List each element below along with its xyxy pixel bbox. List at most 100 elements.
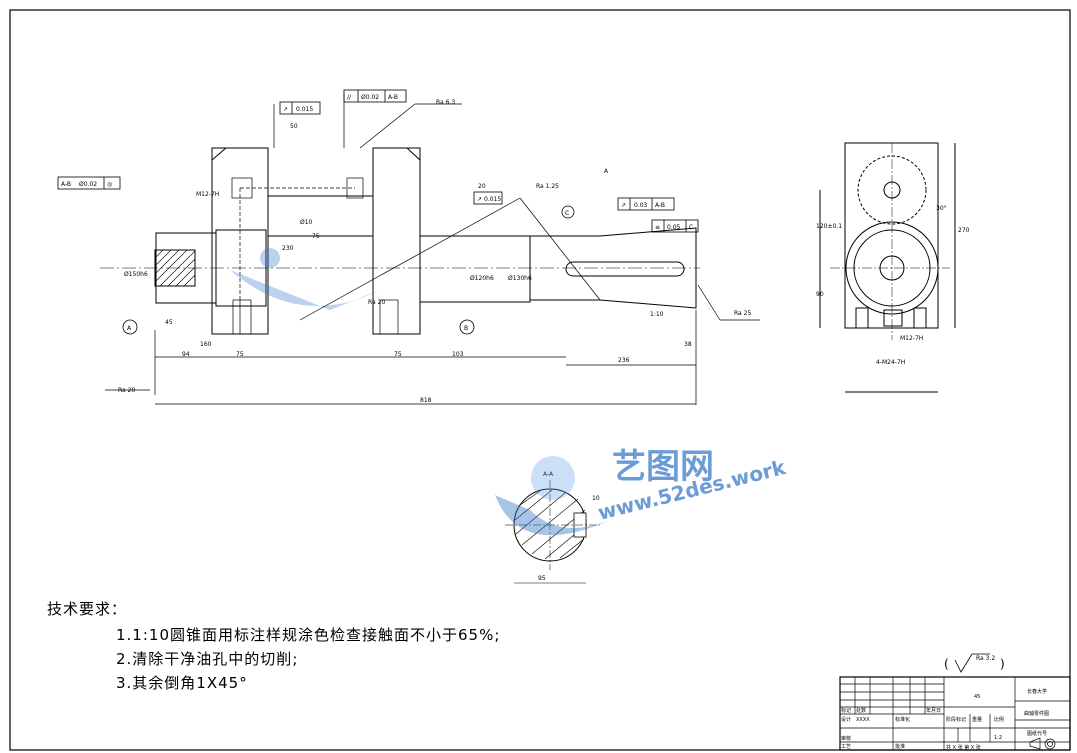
roughness-4: Ra 20 (368, 299, 385, 306)
section-aa-title: A-A (543, 471, 554, 478)
svg-text:B: B (464, 325, 468, 332)
tol-2-datum: A-B (388, 94, 398, 101)
dim-160: 160 (200, 341, 212, 348)
dim-50: 50 (290, 123, 298, 130)
tol-4-symbol: ↗ (621, 202, 626, 209)
side-dim-4m24: 4-M24-7H (876, 359, 905, 366)
tol-1-symbol: ↗ (283, 106, 288, 113)
tol-frame-5: ≡ 0.05 C (651, 219, 699, 233)
dim-taper: 1:10 (650, 311, 664, 318)
title-block (839, 676, 1071, 751)
dim-dia150: Ø150h6 (124, 271, 148, 278)
surface-note-value: Ra 3.2 (976, 655, 995, 662)
tb-drawing-no: 图纸代号 (1027, 730, 1047, 737)
projection-symbol-icon (1029, 737, 1056, 750)
tb-standard: 标准化 (895, 716, 910, 723)
tol-1-value: 0.015 (296, 106, 313, 113)
dim-45: 45 (165, 319, 173, 326)
tech-req-item-2: 2.清除干净油孔中的切削; (116, 650, 299, 668)
svg-text:A: A (127, 325, 132, 332)
datum-c: C (561, 205, 575, 219)
tol-6-symbol: ◎ (107, 181, 112, 188)
tol-frame-2: // Ø0.02 A-B (343, 89, 407, 103)
tol-6-value: Ø0.02 (79, 181, 97, 188)
title-block-text: 长春大学 曲轴零件图 45 1:2 共 X 张 第 X 张 图纸代号 标记 处数… (841, 688, 1049, 751)
tech-req-item-1: 1.1:10圆锥面用标注样规涂色检查接触面不小于65%; (116, 626, 501, 644)
section-dim-95: 95 (538, 575, 546, 582)
svg-text:(: ( (944, 657, 949, 671)
tb-approve: 批准 (895, 743, 905, 750)
tb-date: 年月日 (926, 707, 941, 714)
watermark-cn: 艺图网 (612, 447, 714, 487)
dim-236: 236 (618, 357, 630, 364)
tb-design: 设计 (841, 716, 851, 723)
section-mark-a-left: A (122, 319, 138, 335)
watermark-top (230, 248, 380, 310)
side-dim-90: 90 (816, 291, 824, 298)
tb-count: 处数 (856, 707, 866, 714)
dim-38: 38 (684, 341, 692, 348)
tol-2-symbol: // (347, 94, 352, 101)
tb-scale: 1:2 (994, 735, 1002, 741)
tb-ratio: 比例 (994, 716, 1004, 723)
tb-process: 工艺 (841, 744, 851, 750)
label-m12: M12-7H (196, 191, 219, 198)
tol-3-value: 0.015 (484, 196, 501, 203)
tech-req-title: 技术要求： (47, 600, 128, 618)
section-view-aa (505, 480, 600, 584)
surface-note: ( Ra 3.2 ) (944, 653, 1005, 673)
tb-xxxx: XXXX (856, 717, 870, 723)
tb-part-name: 曲轴零件图 (1024, 710, 1049, 717)
side-dim-30deg: 30° (936, 205, 947, 212)
section-mark-b: B (459, 319, 475, 335)
dim-818: 818 (420, 397, 432, 404)
svg-text:): ) (1000, 657, 1005, 671)
dim-75b: 75 (394, 351, 402, 358)
dim-75a: 75 (236, 351, 244, 358)
left-end-hatch (154, 249, 196, 287)
tol-4-datum: A-B (655, 202, 665, 209)
sheet-border (9, 9, 1071, 751)
side-view (819, 142, 956, 393)
tol-frame-1: ↗ 0.015 (279, 101, 321, 115)
dim-94: 94 (182, 351, 190, 358)
tol-frame-4: ↗ 0.03 A-B (617, 197, 675, 211)
tol-frame-6: ◎ Ø0.02 A-B (57, 176, 121, 190)
side-dim-270: 270 (958, 227, 970, 234)
main-view-leaders (105, 92, 760, 405)
tech-req-item-3: 3.其余倒角1X45° (116, 674, 248, 692)
roughness-2: Ra 1.25 (536, 183, 559, 190)
tol-3-symbol: ↗ (477, 196, 482, 203)
dim-230: 230 (282, 245, 294, 252)
dim-dia130: Ø130h6 (508, 275, 532, 282)
tol-4-value: 0.03 (634, 202, 648, 209)
tb-review: 审核 (841, 735, 851, 742)
watermark: 艺图网 www.52des.work (495, 447, 789, 536)
tb-sheets: 共 X 张 第 X 张 (946, 744, 981, 751)
dim-103: 103 (452, 351, 464, 358)
tol-5-symbol: ≡ (655, 224, 660, 231)
side-dim-120: 120±0.1 (816, 223, 842, 230)
section-dim-10: 10 (592, 495, 600, 502)
tol-5-datum: C (689, 224, 693, 231)
dim-dia10: Ø10 (300, 219, 313, 226)
dim-dia120: Ø120h6 (470, 275, 494, 282)
tol-2-value: Ø0.02 (361, 94, 379, 101)
tb-school: 长春大学 (1027, 688, 1047, 695)
roughness-3: Ra 20 (118, 387, 135, 394)
svg-text:C: C (565, 210, 569, 217)
tb-mark: 标记 (841, 707, 851, 714)
section-cut-a-top: A (604, 168, 609, 175)
tol-5-value: 0.05 (667, 224, 681, 231)
side-dim-m12: M12-7H (900, 335, 923, 342)
dim-20: 20 (478, 183, 486, 190)
roughness-5: Ra 25 (734, 310, 751, 317)
tol-6-datum: A-B (61, 181, 71, 188)
main-view (100, 147, 700, 335)
dim-75c: 75 (312, 233, 320, 240)
tol-frame-3: ↗ 0.015 (473, 191, 503, 205)
roughness-1: Ra 6.3 (436, 99, 455, 106)
tb-material: 45 (974, 694, 980, 700)
tb-weight: 重量 (972, 716, 982, 723)
